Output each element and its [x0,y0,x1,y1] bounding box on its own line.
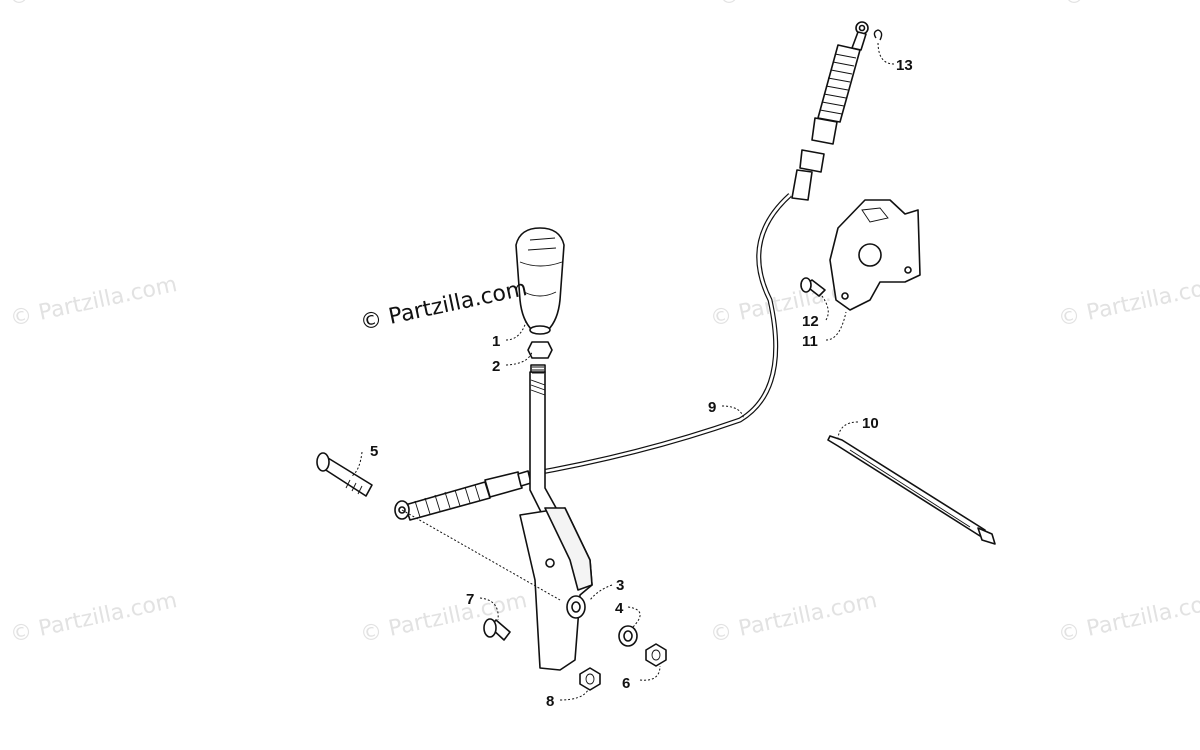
callout-3: 3 [616,577,624,594]
callout-7: 7 [466,591,474,608]
callout-12: 12 [802,313,819,330]
watermark-text: © Partzilla.com [1061,0,1200,11]
shift-cable [394,21,869,521]
callout-10: 10 [862,415,879,432]
shift-knob-nut [527,341,553,359]
bolt-5 [316,452,373,497]
screw-12 [800,277,826,297]
callout-11: 11 [802,333,818,350]
callout-13: 13 [896,57,913,74]
watermark-text: © Partzilla.com [8,588,179,648]
shift-lever [519,364,593,671]
callout-4: 4 [615,600,624,617]
watermark-main: © Partzilla.com [358,276,529,336]
callouts: 1 2 3 4 5 6 7 8 9 10 11 12 13 [351,41,913,710]
locknut-8 [579,667,601,691]
shift-knob [515,227,565,335]
cable-tie [827,435,996,545]
clip-13 [873,29,883,41]
watermark-text: © Partzilla.com [6,0,177,11]
cable-bracket [829,199,921,311]
cable-boot-lower [394,470,532,521]
watermark-text: © Partzilla.com [8,272,179,332]
locknut-6 [645,643,667,667]
callout-9: 9 [708,399,716,416]
watermark-text: © Partzilla.com [716,0,887,11]
callout-8: 8 [546,693,554,710]
bushing-4 [618,625,638,647]
watermark-text: © Partzilla.com [708,588,879,648]
watermark-text: © Partzilla.com [1056,272,1200,332]
watermark-text: © Partzilla.com [1056,588,1200,648]
callout-5: 5 [370,443,378,460]
callout-1: 1 [492,333,500,350]
watermark-grid: © Partzilla.com © Partzilla.com © Partzi… [6,0,1200,648]
callout-2: 2 [492,358,500,375]
callout-6: 6 [622,675,630,692]
cable-boot-upper [817,44,861,123]
bolt-7 [483,618,511,641]
